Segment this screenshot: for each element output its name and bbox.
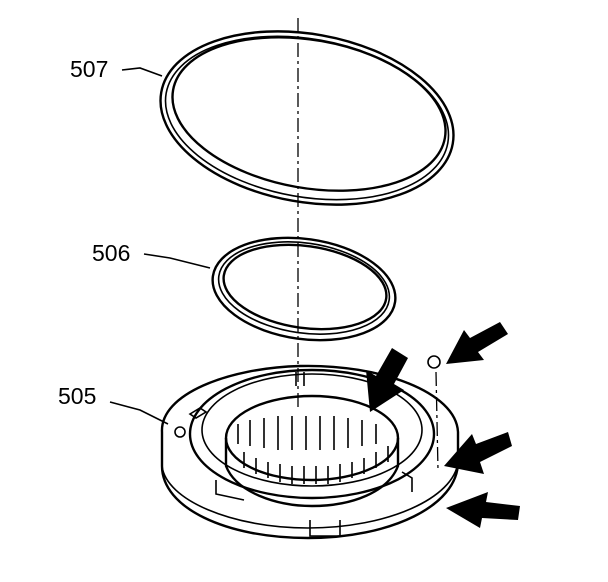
hub-505	[160, 355, 460, 540]
arrow-icon	[366, 322, 520, 528]
callout-507: 507	[70, 56, 108, 82]
splines	[237, 416, 389, 484]
leader-507	[121, 67, 163, 77]
ring-506	[211, 236, 397, 342]
alignment-line	[435, 371, 439, 471]
leader-505	[109, 401, 169, 425]
callout-505: 505	[58, 383, 96, 409]
callout-506: 506	[92, 240, 130, 266]
ring-507	[159, 30, 455, 206]
leader-506	[143, 253, 211, 269]
